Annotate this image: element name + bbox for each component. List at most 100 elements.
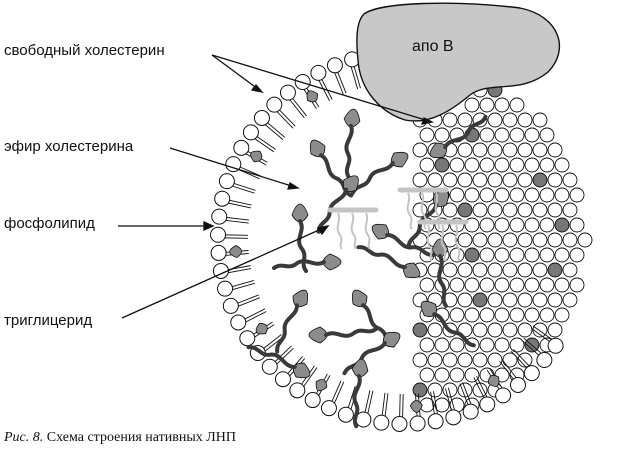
surface-particle [517,202,533,218]
ester-tail [406,202,439,249]
cholesterol-ester [291,203,309,273]
surface-particle [494,247,510,263]
surface-particle [487,112,503,128]
surface-particle [502,172,518,188]
phospholipid-head [217,280,234,297]
triglyceride-molecule [327,207,379,250]
surface-particle [532,172,548,188]
free-cholesterol [409,400,423,413]
caption-text: Схема строения нативных ЛНП [43,430,236,445]
surface-particle [442,352,458,368]
surface-particle [464,187,480,203]
surface-particle [457,232,473,248]
surface-particle [562,172,578,188]
triglyceride-chain [440,224,447,262]
surface-particle [517,172,533,188]
surface-particle [494,157,510,173]
free-cholesterol [255,323,268,335]
surface-particle [502,322,518,338]
surface-particle [457,202,473,218]
phospholipid-head [289,382,306,399]
surface-particle [479,97,495,113]
surface-particle [449,157,465,173]
free-cholesterol [315,379,328,392]
surface-particle [509,247,525,263]
surface-particle [524,217,540,233]
surface-particle [472,292,488,308]
free-cholesterol [306,90,318,103]
phospholipid-head [462,403,479,420]
surface-particle [419,157,435,173]
ester-tail [324,327,378,338]
surface-particle [517,322,533,338]
surface-particle [464,307,480,323]
ester-head [309,139,326,158]
phospholipid-head [225,156,242,173]
surface-particle [539,247,555,263]
triglyceride-chain [350,212,357,250]
surface-particle [539,187,555,203]
surface-particle [434,127,450,143]
triglyceride-chain [420,192,427,230]
surface-particle [562,292,578,308]
phospholipid-head [266,96,283,113]
surface-particle [554,217,570,233]
phospholipid-head [253,109,270,126]
lipid-core [246,108,488,429]
cholesterol-ester [316,175,359,234]
surface-particle [539,127,555,143]
surface-particle [502,142,518,158]
surface-particle [479,337,495,353]
surface-particle [487,292,503,308]
surface-particle [472,352,488,368]
cholesterol-ester [431,238,449,308]
phospholipid-head [211,208,228,225]
phospholipid-head [391,415,408,432]
phospholipid-head [214,190,231,207]
surface-particle [547,322,563,338]
phospholipid-head [222,297,239,314]
phospholipid-head [495,387,512,404]
surface-particle [449,337,465,353]
cholesterol-ester [275,289,309,354]
surface-particle [464,367,480,383]
surface-particle [532,232,548,248]
surface-particle [412,142,428,158]
surface-particle [442,172,458,188]
surface-particle [457,352,473,368]
surface-particle [419,367,435,383]
surface-particle [442,112,458,128]
phospholipid-head [304,392,321,409]
surface-particle [457,292,473,308]
phospholipid-head [261,358,278,375]
triglyceride-molecule [417,219,469,262]
ester-head [351,358,369,378]
ester-head [292,362,311,379]
phospholipid-head [427,413,444,430]
surface-particle [494,97,510,113]
surface-particle [479,217,495,233]
sphere-surface [412,67,593,413]
cholesterol-ester [343,108,361,179]
surface-particle [517,262,533,278]
surface-particle [509,337,525,353]
surface-particle [539,217,555,233]
ester-head [431,238,449,258]
surface-particle [419,277,435,293]
surface-particle [434,337,450,353]
ester-tail [352,373,362,429]
surface-particle [547,262,563,278]
surface-particle [494,217,510,233]
surface-particle [472,142,488,158]
surface-particle [569,277,585,293]
cholesterol-ester [356,245,421,279]
ester-tail [275,303,300,354]
surface-particle [442,232,458,248]
surface-particle [487,172,503,188]
label-cholesterol-ester: эфир холестерина [4,138,134,155]
surface-particle [554,187,570,203]
triglyceride-chain [454,224,461,262]
surface-particle [539,277,555,293]
phospholipid-head [239,330,256,347]
surface-particle [517,292,533,308]
